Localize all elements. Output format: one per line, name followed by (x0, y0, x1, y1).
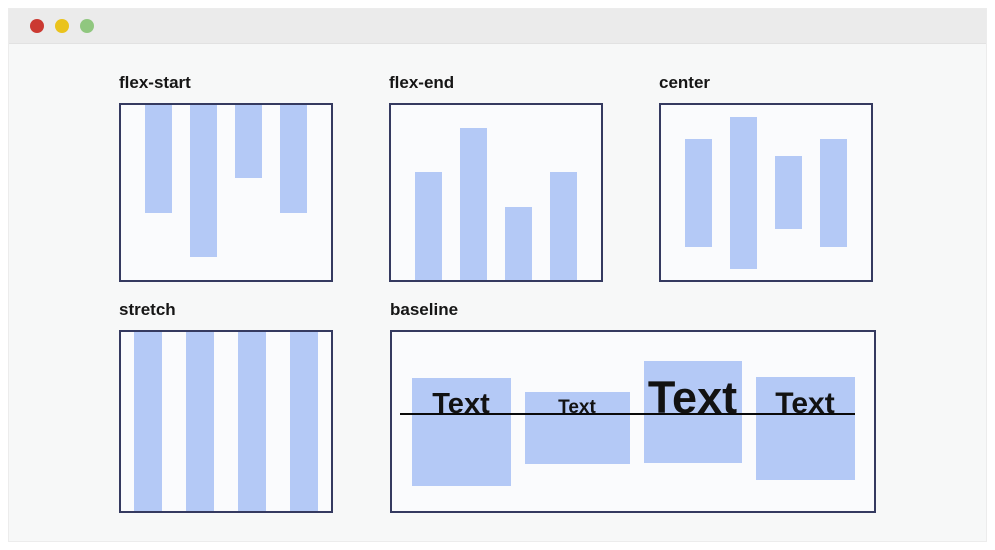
flex-item-bar (730, 116, 757, 269)
baseline-item-text: Text (432, 388, 490, 420)
demo-box-flex-start (119, 103, 333, 282)
flex-item-bar (505, 207, 532, 280)
demo-label-flex-start: flex-start (119, 73, 191, 92)
window-titlebar (9, 9, 986, 44)
baseline-item-text: Text (558, 397, 596, 418)
flex-item-bar (134, 332, 162, 511)
baseline-item: Text (524, 392, 630, 464)
flex-item-bar (820, 138, 847, 247)
demo-baseline: baseline Text Text Text Text (390, 300, 876, 513)
demo-box-stretch (119, 330, 333, 513)
flex-item-bar (145, 105, 172, 213)
flex-item-bar (460, 128, 487, 280)
baseline-item: Text (411, 378, 511, 486)
flex-item-bar (415, 172, 442, 280)
demo-stretch: stretch (119, 300, 333, 513)
flex-item-bar (550, 172, 577, 280)
baseline-item: Text (755, 377, 855, 480)
demo-box-center (659, 103, 873, 282)
flex-item-bar (190, 105, 217, 257)
demo-center: center (659, 73, 873, 282)
baseline-item-text: Text (775, 387, 835, 420)
baseline-line (400, 413, 855, 415)
flex-item-bar (238, 332, 266, 511)
flex-item-bar (186, 332, 214, 511)
demo-label-center: center (659, 73, 711, 92)
flex-item-bar (775, 156, 802, 229)
flex-item-bar (280, 105, 307, 213)
demo-box-baseline: Text Text Text Text (390, 330, 876, 513)
close-button[interactable] (30, 19, 44, 33)
demo-flex-end: flex-end (389, 73, 603, 282)
app-window: flex-start flex-end center stretch (8, 8, 987, 542)
demo-label-stretch: stretch (119, 300, 176, 319)
demo-label-flex-end: flex-end (389, 73, 455, 92)
flex-item-bar (235, 105, 262, 178)
minimize-button[interactable] (55, 19, 69, 33)
demo-flex-start: flex-start (119, 73, 333, 282)
flex-item-bar (685, 138, 712, 247)
baseline-item: Text (643, 361, 742, 463)
maximize-button[interactable] (80, 19, 94, 33)
flex-item-bar (290, 332, 318, 511)
demo-box-flex-end (389, 103, 603, 282)
demo-label-baseline: baseline (390, 300, 459, 319)
baseline-item-text: Text (647, 372, 738, 423)
